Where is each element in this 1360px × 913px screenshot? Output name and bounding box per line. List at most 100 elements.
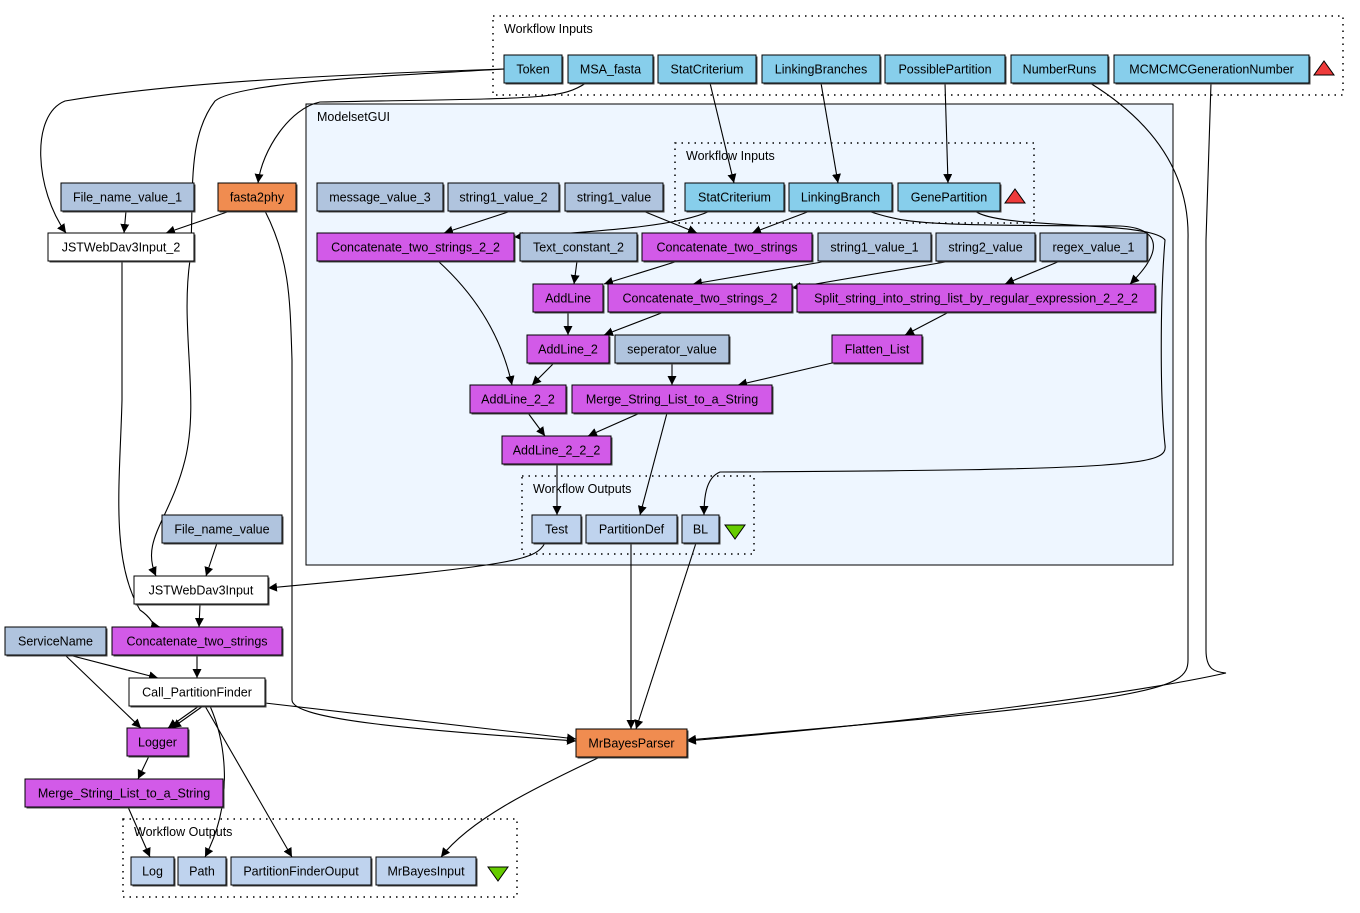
node-string2-value[interactable]: string2_value	[935, 232, 1037, 263]
node-concatenate-two-strings[interactable]: Concatenate_two_strings	[111, 626, 284, 657]
edge-Split-to-Flatten_List	[904, 311, 950, 336]
edge-Call_PartitionFinder-to-MrBayesParser	[264, 702, 577, 743]
node-box[interactable]	[526, 334, 610, 364]
node-string1-value-1[interactable]: string1_value_1	[817, 232, 933, 263]
node-ms-genepartition[interactable]: GenePartition	[897, 182, 1002, 213]
node-box[interactable]	[60, 182, 195, 212]
node-path[interactable]: Path	[177, 856, 228, 887]
node-box[interactable]	[532, 283, 604, 313]
node-ms-linkingbranch[interactable]: LinkingBranch	[788, 182, 894, 213]
node-addline-2[interactable]: AddLine_2	[526, 334, 611, 365]
node-box[interactable]	[1039, 232, 1148, 262]
node-box[interactable]	[519, 232, 638, 262]
node-text-constant-2[interactable]: Text_constant_2	[519, 232, 639, 263]
node-box[interactable]	[24, 778, 224, 808]
node-ms-statcriterium[interactable]: StatCriterium	[684, 182, 786, 213]
node-box[interactable]	[681, 514, 720, 544]
node-box[interactable]	[684, 182, 785, 212]
node-merge-string-list-to-a-string[interactable]: Merge_String_List_to_a_String	[24, 778, 225, 809]
node-box[interactable]	[469, 384, 567, 414]
node-box[interactable]	[501, 435, 612, 465]
node-box[interactable]	[585, 514, 678, 544]
node-ms-concatenate-two-strings[interactable]: Concatenate_two_strings	[641, 232, 814, 263]
node-box[interactable]	[796, 283, 1156, 313]
node-box[interactable]	[47, 232, 195, 262]
node-box[interactable]	[884, 54, 1006, 84]
node-box[interactable]	[935, 232, 1036, 262]
node-concatenate-two-strings-2-2[interactable]: Concatenate_two_strings_2_2	[316, 232, 516, 263]
node-regex-value-1[interactable]: regex_value_1	[1039, 232, 1149, 263]
node-jstwebdav3input-2[interactable]: JSTWebDav3Input_2	[47, 232, 196, 263]
node-box[interactable]	[126, 727, 189, 757]
node-mcmcmcgenerationnumber[interactable]: MCMCMCGenerationNumber	[1113, 54, 1311, 85]
node-box[interactable]	[111, 626, 283, 656]
node-box[interactable]	[217, 182, 297, 212]
node-file-name-value-1[interactable]: File_name_value_1	[60, 182, 196, 213]
node-box[interactable]	[1113, 54, 1310, 84]
node-label: ServiceName	[18, 634, 93, 648]
node-box[interactable]	[531, 514, 582, 544]
node-logger[interactable]: Logger	[126, 727, 190, 758]
node-ms-merge[interactable]: Merge_String_List_to_a_String	[571, 384, 774, 415]
node-box[interactable]	[614, 334, 730, 364]
node-numberruns[interactable]: NumberRuns	[1010, 54, 1110, 85]
node-statcriterium[interactable]: StatCriterium	[657, 54, 758, 85]
node-call-partitionfinder[interactable]: Call_PartitionFinder	[128, 677, 267, 708]
node-box[interactable]	[4, 626, 107, 656]
node-box[interactable]	[133, 575, 269, 605]
node-concatenate-two-strings-2[interactable]: Concatenate_two_strings_2	[607, 283, 794, 314]
node-split[interactable]: Split_string_into_string_list_by_regular…	[796, 283, 1157, 314]
node-string1-value[interactable]: string1_value	[564, 182, 665, 213]
node-box[interactable]	[607, 283, 793, 313]
node-possiblepartition[interactable]: PossiblePartition	[884, 54, 1007, 85]
node-box[interactable]	[788, 182, 893, 212]
node-box[interactable]	[230, 856, 372, 886]
node-box[interactable]	[571, 384, 773, 414]
node-box[interactable]	[761, 54, 881, 84]
node-box[interactable]	[575, 728, 688, 758]
node-box[interactable]	[316, 232, 515, 262]
node-ms-partitiondef[interactable]: PartitionDef	[585, 514, 679, 545]
node-addline[interactable]: AddLine	[532, 283, 605, 314]
node-box[interactable]	[130, 856, 175, 886]
node-addline-2-2-2[interactable]: AddLine_2_2_2	[501, 435, 613, 466]
node-fasta2phy[interactable]: fasta2phy	[217, 182, 298, 213]
node-label: Call_PartitionFinder	[142, 685, 252, 699]
node-log[interactable]: Log	[130, 856, 176, 887]
cluster-wf-inputs: Workflow Inputs	[492, 15, 1344, 96]
node-box[interactable]	[316, 182, 444, 212]
output-triangle-icon	[724, 524, 746, 540]
node-ms-test[interactable]: Test	[531, 514, 583, 545]
node-mrbayesparser[interactable]: MrBayesParser	[575, 728, 689, 759]
node-box[interactable]	[1010, 54, 1109, 84]
node-box[interactable]	[564, 182, 664, 212]
node-box[interactable]	[447, 182, 560, 212]
node-mrbayesinput[interactable]: MrBayesInput	[375, 856, 478, 887]
node-message-value-3[interactable]: message_value_3	[316, 182, 445, 213]
node-seperator-value[interactable]: seperator_value	[614, 334, 731, 365]
node-flatten-list[interactable]: Flatten_List	[831, 334, 924, 365]
node-box[interactable]	[657, 54, 757, 84]
node-jstwebdav3input[interactable]: JSTWebDav3Input	[133, 575, 270, 606]
node-addline-2-2[interactable]: AddLine_2_2	[469, 384, 568, 415]
node-token[interactable]: Token	[503, 54, 564, 85]
node-box[interactable]	[567, 54, 654, 84]
node-box[interactable]	[177, 856, 227, 886]
node-string1-value-2[interactable]: string1_value_2	[447, 182, 561, 213]
node-msa-fasta[interactable]: MSA_fasta	[567, 54, 655, 85]
node-ms-bl[interactable]: BL	[681, 514, 721, 545]
node-file-name-value[interactable]: File_name_value	[161, 514, 284, 545]
node-box[interactable]	[161, 514, 283, 544]
node-box[interactable]	[503, 54, 563, 84]
node-box[interactable]	[817, 232, 932, 262]
node-box[interactable]	[897, 182, 1001, 212]
node-partitionfinderouput[interactable]: PartitionFinderOuput	[230, 856, 373, 887]
node-linkingbranches[interactable]: LinkingBranches	[761, 54, 882, 85]
node-box[interactable]	[831, 334, 923, 364]
node-servicename[interactable]: ServiceName	[4, 626, 108, 657]
node-box[interactable]	[128, 677, 266, 707]
node-box[interactable]	[375, 856, 477, 886]
node-box[interactable]	[641, 232, 813, 262]
cluster-label: Workflow Inputs	[686, 149, 775, 163]
node-label: message_value_3	[329, 190, 431, 204]
